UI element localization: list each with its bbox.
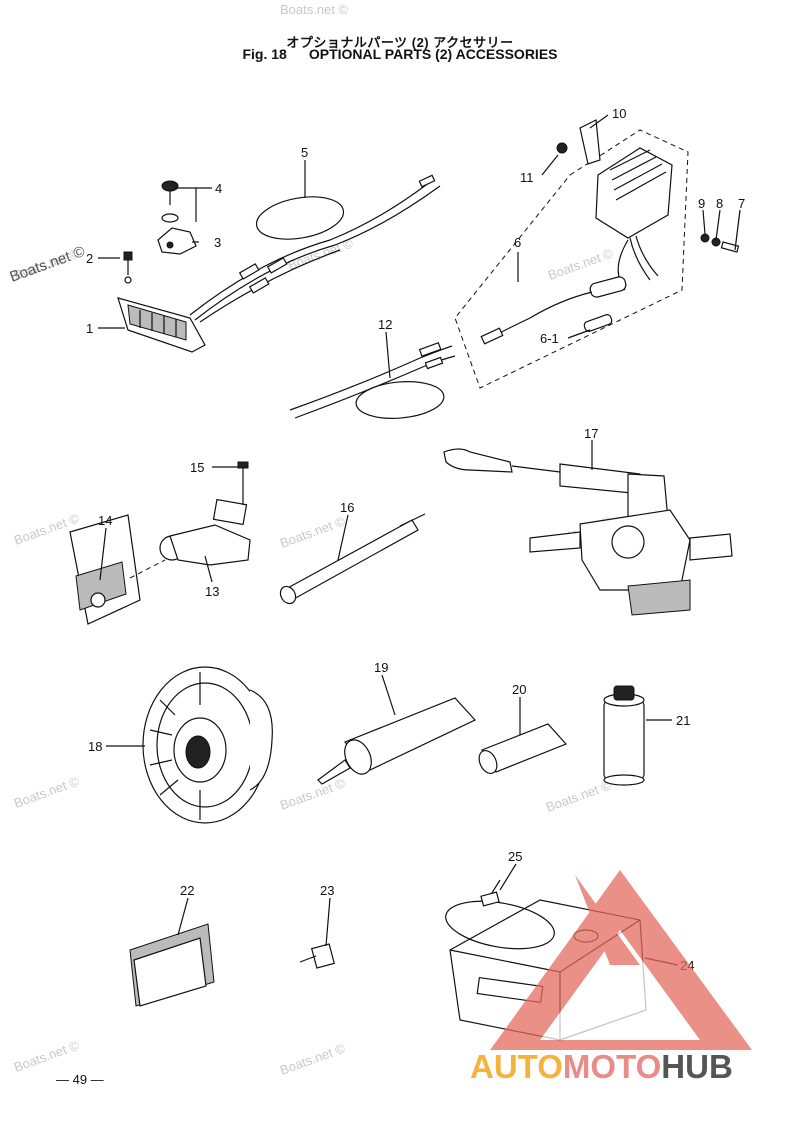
callout-17: 17 [584, 426, 598, 441]
callout-16: 16 [340, 500, 354, 515]
callout-2: 2 [86, 251, 93, 266]
part-16-rod [279, 513, 426, 605]
watermark: Boats.net © [546, 245, 616, 283]
watermark-dark: Boats.net © [8, 243, 88, 286]
callout-6-1: 6-1 [540, 331, 559, 346]
watermark: Boats.net © [12, 1037, 82, 1075]
callout-5: 5 [301, 145, 308, 160]
part-10-bracket [556, 119, 601, 165]
part-13-fitting [129, 498, 251, 579]
part-15-bolt [237, 461, 249, 505]
figure-number: Fig. 18 [242, 46, 287, 62]
watermark: Boats.net © [278, 513, 348, 551]
watermark: Boats.net © [278, 775, 348, 813]
callout-labels: 1 2 3 4 5 6 6-1 7 8 9 10 11 12 13 14 15 … [86, 106, 745, 973]
watermark: Boats.net © [280, 2, 349, 17]
callout-19: 19 [374, 660, 388, 675]
callout-12: 12 [378, 317, 392, 332]
callout-14: 14 [98, 513, 112, 528]
part-20-tube [478, 723, 568, 774]
watermark: Boats.net © [12, 510, 82, 548]
watermark: Boats.net © [278, 1040, 348, 1078]
logo-part-hub: HUB [661, 1048, 733, 1085]
callout-23: 23 [320, 883, 334, 898]
logo-part-moto: MOTO [562, 1048, 662, 1085]
figure-title-text: OPTIONAL PARTS (2) ACCESSORIES [308, 46, 558, 62]
watermark: Boats.net © [544, 777, 614, 815]
part-6-group-outline [454, 129, 689, 389]
part-21-can [603, 685, 645, 786]
part-18-pulley [142, 666, 273, 824]
figure-title: Fig. 18 OPTIONAL PARTS (2) ACCESSORIES [0, 46, 800, 62]
callout-3: 3 [214, 235, 221, 250]
title-japanese: オプショナルパーツ (2) アクセサリー [286, 35, 514, 50]
part-23-fitting [299, 943, 336, 969]
part-14-grommet [69, 514, 141, 625]
watermark: Boats.net © [12, 773, 82, 811]
part-3-clamp [157, 227, 197, 255]
part-17-fuel-pump [443, 448, 733, 616]
part-12-harness [289, 341, 456, 419]
callout-18: 18 [88, 739, 102, 754]
callout-8: 8 [716, 196, 723, 211]
callout-20: 20 [512, 682, 526, 697]
part-19-tube [317, 697, 476, 785]
callout-13: 13 [205, 584, 219, 599]
part-1-holder [117, 297, 206, 353]
callout-10: 10 [612, 106, 626, 121]
logo-triangle [490, 870, 752, 1050]
part-22-manual [129, 923, 215, 1007]
callout-7: 7 [738, 196, 745, 211]
callout-9: 9 [698, 196, 705, 211]
callout-25: 25 [508, 849, 522, 864]
part-25-fuel-line [445, 879, 555, 950]
callout-15: 15 [190, 460, 204, 475]
part-2-screw [123, 251, 133, 284]
callout-21: 21 [676, 713, 690, 728]
part-6-fuse-holder [480, 239, 629, 345]
callout-11: 11 [520, 170, 534, 185]
page-number: — 49 — [56, 1072, 104, 1087]
callout-22: 22 [180, 883, 194, 898]
logo-part-auto: AUTO [470, 1048, 563, 1085]
part-5-harness [189, 174, 441, 323]
callout-1: 1 [86, 321, 93, 336]
callout-4: 4 [215, 181, 222, 196]
rectifier-unit [595, 147, 740, 281]
logo-automotohub: AUTOMOTOHUB [470, 1048, 800, 1088]
part-4-screw [161, 180, 179, 223]
callout-6: 6 [514, 235, 521, 250]
